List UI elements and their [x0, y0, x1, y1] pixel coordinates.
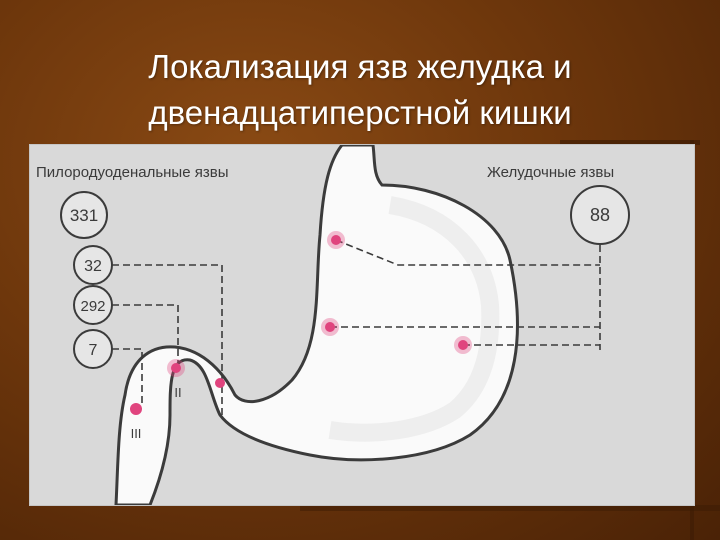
connector-line-gastric [330, 239, 601, 350]
connector-line-zone-3 [112, 348, 143, 407]
zone-label: III [131, 426, 142, 441]
connector-line-zone-1 [112, 264, 223, 415]
background-decor-line [560, 140, 700, 145]
right-heading: Желудочные язвы [487, 164, 614, 181]
count-circle-pyloroduodenal-total: 331 [60, 191, 108, 239]
count-label: 292 [80, 298, 105, 315]
ulcer-marker [327, 231, 345, 249]
slide-title-line-2: двенадцатиперстной кишки [148, 94, 572, 132]
count-label: 32 [84, 258, 102, 275]
slide-title: Локализация язв желудка и двенадцатиперс… [0, 44, 720, 136]
stomach-ulcer-figure: Пилородуоденальные язвы Желудочные язвы … [30, 145, 694, 505]
ulcer-marker [454, 336, 472, 354]
background-decor-line [300, 505, 720, 511]
connector-line-zone-2 [112, 304, 179, 365]
count-label: 331 [70, 206, 98, 225]
stomach-diagram: Пилородуоденальные язвы Желудочные язвы … [36, 145, 630, 505]
slide-title-line-1: Локализация язв желудка и [148, 48, 572, 86]
ulcer-marker [167, 359, 185, 377]
ulcer-marker [215, 378, 225, 388]
count-label: 7 [89, 342, 98, 359]
count-label: 88 [590, 205, 610, 225]
ulcer-marker [130, 403, 142, 415]
zone-label: II [174, 385, 181, 400]
count-circle-zone-3: 7 [73, 329, 113, 369]
count-circle-zone-2: 292 [73, 285, 113, 325]
ulcer-marker [321, 318, 339, 336]
stomach-shading [328, 196, 500, 442]
count-circle-gastric-total: 88 [570, 185, 630, 245]
count-circle-zone-1: 32 [73, 245, 113, 285]
left-heading: Пилородуоденальные язвы [36, 164, 228, 181]
stomach-organ-outline [114, 145, 519, 505]
